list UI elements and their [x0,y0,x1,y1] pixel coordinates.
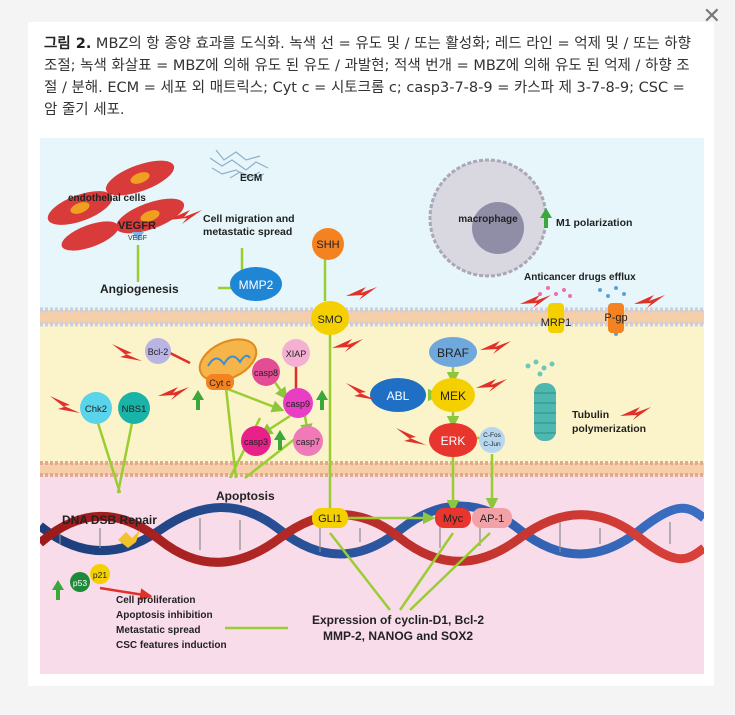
endothelial-cells [47,160,185,251]
angiogenesis-label: Angiogenesis [100,282,179,296]
cytc-label: Cyt c [209,378,231,389]
nuclear-membrane [40,461,704,477]
casp7-label: casp7 [296,437,320,447]
ap1-label: AP-1 [480,513,504,525]
casp7-node [293,426,323,456]
pgp-transporter [608,303,624,333]
mrp1-transporter [548,303,564,333]
casp8-node [252,358,280,386]
xiap-label: XIAP [286,349,307,359]
microtubule-icon [525,359,556,441]
vegfr-receptor-icon [132,232,144,241]
cytc-node [206,374,234,390]
effect-metastatic-spread: Metastatic spread [116,625,200,636]
shh-label: SHH [316,239,339,251]
erk-node [429,423,477,457]
gli1-node [312,508,348,528]
tubulin-label-line1: Tubulin [572,409,609,421]
abl-label: ABL [387,389,410,403]
gli1-label: GLI1 [318,513,342,525]
casp9-node [283,388,313,418]
myc-label: Myc [443,513,464,525]
dsb-repair-label: DNA DSB Repair [62,513,157,527]
mitochondrion-cristae-icon [207,354,251,367]
macrophage-nucleus [472,202,524,254]
effect-apoptosis-inhibition: Apoptosis inhibition [116,610,213,621]
vegf-label: VEGF [128,235,147,242]
braf-node [429,337,477,367]
efflux-label: Anticancer drugs efflux [524,272,636,283]
mek-label: MEK [440,389,466,403]
cell-membrane [40,307,704,327]
bcl2-node [145,338,171,364]
nbs1-node [118,392,150,424]
abl-node [370,378,426,412]
ecm-fibers-icon [209,149,269,179]
casp3-node [241,426,271,456]
m1-up-arrow-icon [540,208,552,228]
cfos-label: C-Fos [483,432,501,439]
efflux-dots-blue [598,286,626,336]
mrp1-label: MRP1 [541,317,572,329]
effect-cell-proliferation: Cell proliferation [116,595,195,606]
vegfr-label: VEGFR [118,220,156,232]
chk2-label: Chk2 [85,404,107,415]
inhibition-lightning-icons [50,210,665,445]
casp8-label: casp8 [254,368,278,378]
effect-csc-features: CSC features induction [116,640,227,651]
figure-label: 그림 2. [44,36,92,52]
mek-node [431,378,475,412]
braf-label: BRAF [437,346,469,360]
efflux-dots-red [538,286,572,298]
ap1-node [472,508,512,528]
caption-text: MBZ의 항 종양 효과를 도식화. 녹색 선 = 유도 및 / 또는 활성화;… [44,36,691,118]
nucleus-zone [40,471,704,674]
shh-node [312,228,344,260]
migration-label-line1: Cell migration and [203,213,295,225]
migration-label-line2: metastatic spread [203,226,292,238]
cjun-label: C-Jun [483,441,501,448]
casp3-label: casp3 [244,437,268,447]
bcl2-label: Bcl-2 [148,347,169,357]
p53-node [70,572,90,592]
m1-label: M1 polarization [556,217,632,229]
pgp-label: P-gp [604,312,627,324]
erk-label: ERK [441,434,466,448]
chk2-node [80,392,112,424]
macrophage-label: macrophage [458,214,518,225]
induction-arrows [192,390,328,450]
ecm-label: ECM [240,173,262,184]
mmp2-label: MMP2 [239,278,274,292]
xiap-node [282,339,310,367]
cfos-cjun-node [479,427,505,453]
figure-caption: 그림 2. MBZ의 항 종양 효과를 도식화. 녹색 선 = 유도 및 / 또… [44,33,699,121]
nbs1-label: NBS1 [122,404,147,415]
dna-helix [40,501,704,567]
smo-node [311,301,349,335]
apoptosis-label: Apoptosis [216,489,275,503]
myc-node [435,508,471,528]
endothelial-label: endothelial cells [68,193,146,204]
mmp2-node [230,267,282,301]
tubulin-label-line2: polymerization [572,423,646,435]
p53-up-arrow-icon [52,580,64,600]
p53-label: p53 [73,578,87,588]
p21-label: p21 [93,570,107,580]
smo-label: SMO [317,314,343,326]
casp9-label: casp9 [286,399,310,409]
expression-label-line1: Expression of cyclin-D1, Bcl-2 [312,613,484,627]
p21-node [90,564,110,584]
expression-label-line2: MMP-2, NANOG and SOX2 [323,629,473,643]
mbz-mechanism-diagram: endothelial cells VEGFR VEGF ECM Cell mi… [40,138,704,674]
